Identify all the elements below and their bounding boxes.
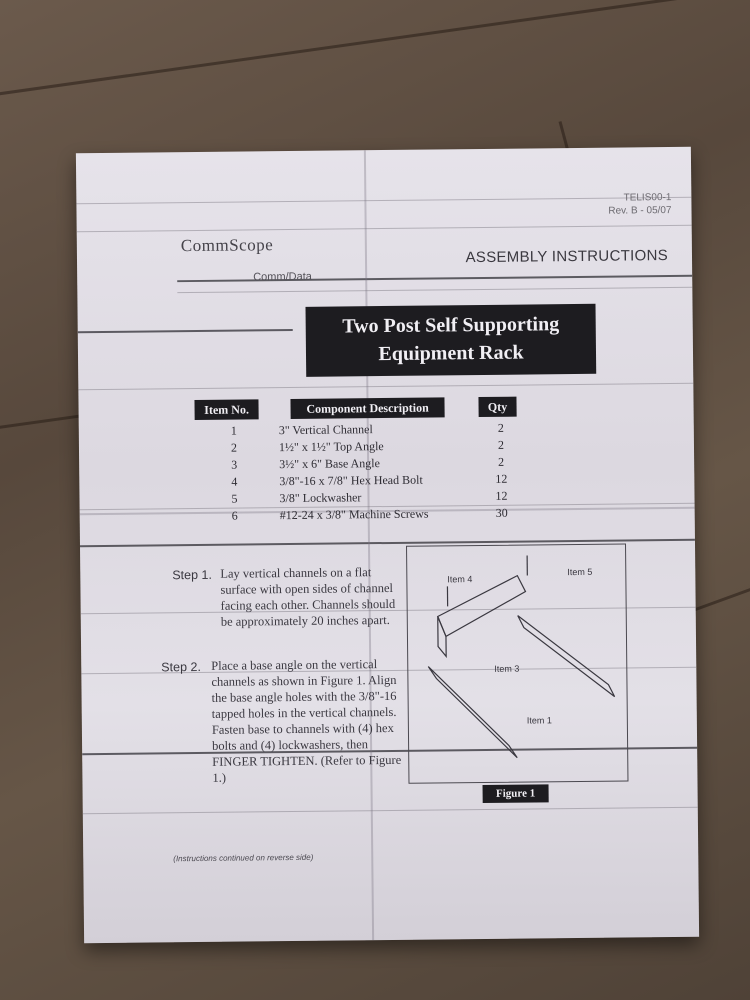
- floor-seam: [0, 0, 750, 98]
- step-1-text: Lay vertical channels on a flat surface …: [220, 565, 396, 629]
- doc-revision: Rev. B - 05/07: [608, 205, 672, 217]
- figure-label-item-5: Item 5: [567, 566, 593, 578]
- floor-seam: [0, 413, 90, 433]
- figure-caption: Figure 1: [482, 784, 549, 804]
- step-2-text: Place a base angle on the vertical chann…: [211, 657, 402, 785]
- step-2-label: Step 2.: [161, 659, 201, 675]
- document-type: ASSEMBLY INSTRUCTIONS: [465, 247, 669, 267]
- document-id: TELIS00-1 Rev. B - 05/07: [608, 191, 671, 218]
- title-line-2: Equipment Rack: [378, 341, 524, 366]
- header-qty: Qty: [478, 396, 517, 418]
- figure-label-item-1: Item 1: [526, 715, 552, 726]
- brand-logo: CommScope: [180, 235, 274, 256]
- doc-number: TELIS00-1: [623, 192, 672, 204]
- title-line-1: Two Post Self Supporting: [342, 313, 560, 338]
- step-1-label: Step 1.: [172, 567, 213, 583]
- figure-label-item-3: Item 3: [494, 663, 520, 674]
- rack-assembly-drawing: [427, 555, 616, 759]
- floor-seam: [689, 579, 750, 613]
- instruction-sheet: TELIS00-1 Rev. B - 05/07 CommScope Comm/…: [75, 146, 700, 944]
- figure-1-diagram: Item 4 Item 5 Item 3 Item 1: [406, 543, 629, 784]
- brand-subtitle: Comm/Data: [253, 270, 312, 284]
- figure-label-item-4: Item 4: [447, 574, 473, 585]
- continuation-note: (Instructions continued on reverse side): [173, 852, 314, 864]
- page-title: Two Post Self Supporting Equipment Rack: [305, 303, 597, 377]
- header-item-no: Item No.: [194, 399, 259, 421]
- fold-crease: [363, 150, 375, 941]
- header-description: Component Description: [290, 397, 445, 420]
